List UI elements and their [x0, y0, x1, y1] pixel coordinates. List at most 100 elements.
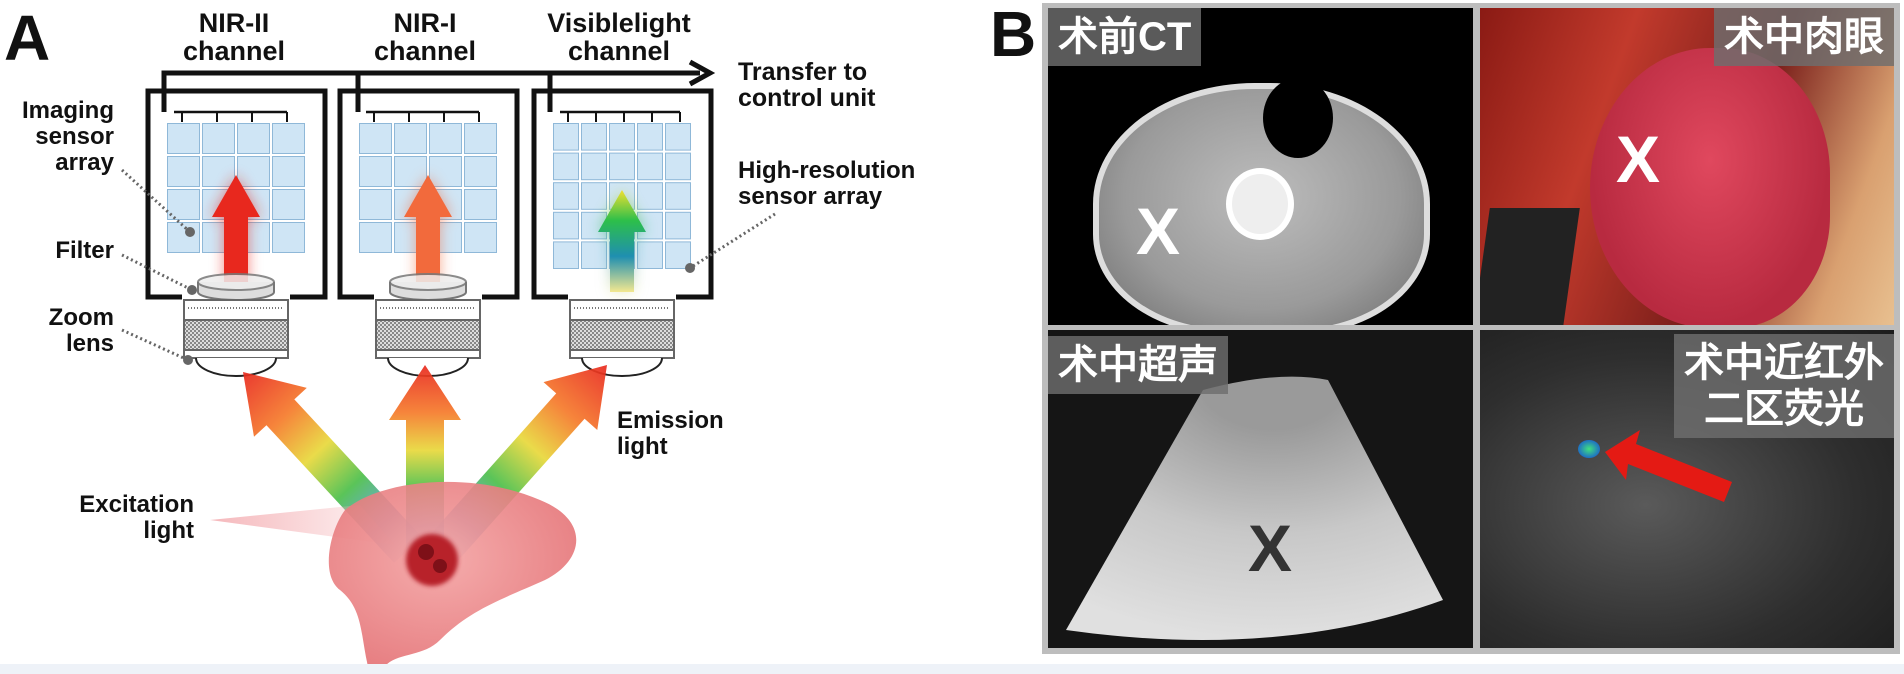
sensor-tile [665, 152, 691, 181]
sensor-tile [637, 182, 663, 210]
sensor-tile [359, 156, 392, 187]
sensor-tile [394, 123, 427, 154]
high-res-label: High-resolution [738, 157, 915, 184]
high-res-label: sensor array [738, 183, 883, 210]
sensor-tile [581, 152, 607, 181]
sensor-tile [167, 156, 200, 187]
image-caption: 术中近红外 二区荧光 [1674, 334, 1894, 438]
annotations: Imaging sensor array Filter Zoom lens Hi… [22, 97, 915, 544]
sensor-tile [272, 156, 305, 187]
zoom-lens [183, 319, 289, 351]
sensor-tile [202, 156, 235, 187]
camera-housing [531, 88, 714, 300]
nir2-channel-label: NIR-II [199, 8, 270, 38]
zoom-lens [569, 299, 675, 321]
tumor-marker: X [1136, 194, 1181, 268]
zoom-lens [569, 319, 675, 351]
sensor-tile [609, 152, 635, 181]
tumor [406, 534, 458, 586]
caption-line: 术中近红外 [1684, 341, 1884, 385]
clinical-image-grid: 术前CT X 术中肉眼 X 术中超声 X 术中近红外 二区荧光 [1042, 3, 1900, 654]
sensor-tile [581, 182, 607, 210]
zoom-lens [183, 349, 289, 359]
light-arrow-icon [598, 190, 646, 292]
zoom-lens [375, 299, 481, 321]
sensor-tile [553, 182, 579, 210]
intraoperative-naked-eye-image: 术中肉眼 X [1480, 8, 1894, 325]
lens-glass [195, 357, 277, 377]
zoom-lens [375, 319, 481, 351]
excitation-label: light [143, 517, 194, 544]
imaging-sensor-label: Imaging [22, 97, 114, 124]
image-caption: 术中肉眼 [1714, 8, 1894, 66]
sensor-tile [553, 211, 579, 240]
caption-line: 二区荧光 [1704, 387, 1864, 431]
signal-bus [161, 59, 716, 112]
imaging-sensor-label: sensor [35, 123, 114, 150]
transfer-label: control unit [738, 84, 876, 112]
nir2-channel-label: channel [183, 36, 285, 66]
panel-b-letter: B [990, 0, 1037, 70]
bottom-strip [0, 664, 1904, 674]
camera-unit [145, 88, 328, 377]
nir1-channel-label: channel [374, 36, 476, 66]
sensor-tile [553, 241, 579, 269]
sensor-tile [167, 189, 200, 220]
sensor-tile [359, 189, 392, 220]
image-caption: 术中超声 [1048, 336, 1228, 394]
sensor-tile [202, 123, 235, 154]
intraoperative-nir2-fluorescence-image: 术中近红外 二区荧光 [1480, 330, 1894, 648]
sensor-tile [237, 156, 270, 187]
visible-channel-label: channel [568, 36, 670, 66]
tumor-marker: X [1616, 122, 1661, 196]
preoperative-ct-image: 术前CT X [1048, 8, 1473, 325]
sensor-tile [665, 211, 691, 240]
camera-unit [531, 88, 714, 377]
sensor-tile [609, 123, 635, 151]
panel-a-diagram: A NIR-II channel NIR-I channel Visibleli… [4, 2, 915, 664]
tumor-marker: X [1248, 511, 1293, 585]
sensor-tile [464, 123, 497, 154]
sensor-tile [429, 156, 462, 187]
sensor-tile [429, 123, 462, 154]
red-arrow-icon [1605, 430, 1732, 502]
imaging-sensor-label: array [55, 149, 114, 176]
zoom-lens [183, 299, 289, 321]
zoom-lens-label: Zoom [49, 304, 114, 331]
transfer-label: Transfer to [738, 58, 867, 86]
camera-unit [337, 88, 520, 377]
sensor-tile [665, 182, 691, 210]
excitation-label: Excitation [79, 491, 194, 518]
intraoperative-ultrasound-image: 术中超声 X [1048, 330, 1473, 648]
filter [197, 273, 275, 291]
sensor-tile [581, 123, 607, 151]
sensor-tile [464, 156, 497, 187]
nir1-channel-label: NIR-I [394, 8, 457, 38]
zoom-lens [375, 349, 481, 359]
camera-housing [337, 88, 520, 300]
sensor-tile [637, 241, 663, 269]
sensor-tile [272, 123, 305, 154]
sensor-tile [237, 123, 270, 154]
channel-labels: NIR-II channel NIR-I channel Visibleligh… [183, 8, 691, 66]
sensor-tile [464, 189, 497, 220]
zoom-lens [569, 349, 675, 359]
sensor-tile [637, 123, 663, 151]
sensor-tile [272, 189, 305, 220]
sensor-tile [665, 123, 691, 151]
camera-units [145, 88, 714, 377]
sensor-tile [581, 241, 607, 269]
liver-illustration [210, 481, 577, 664]
sensor-tile [637, 152, 663, 181]
zoom-lens-label: lens [66, 330, 114, 357]
filter-label: Filter [55, 237, 114, 264]
sensor-tile [665, 241, 691, 269]
sensor-tile [553, 123, 579, 151]
camera-housing [145, 88, 328, 300]
filter [389, 273, 467, 291]
sensor-tile [167, 123, 200, 154]
sensor-tile [553, 152, 579, 181]
light-arrow-icon [212, 175, 260, 285]
light-arrow-icon [404, 175, 452, 285]
fluorescent-tumor-spot [1578, 440, 1600, 458]
